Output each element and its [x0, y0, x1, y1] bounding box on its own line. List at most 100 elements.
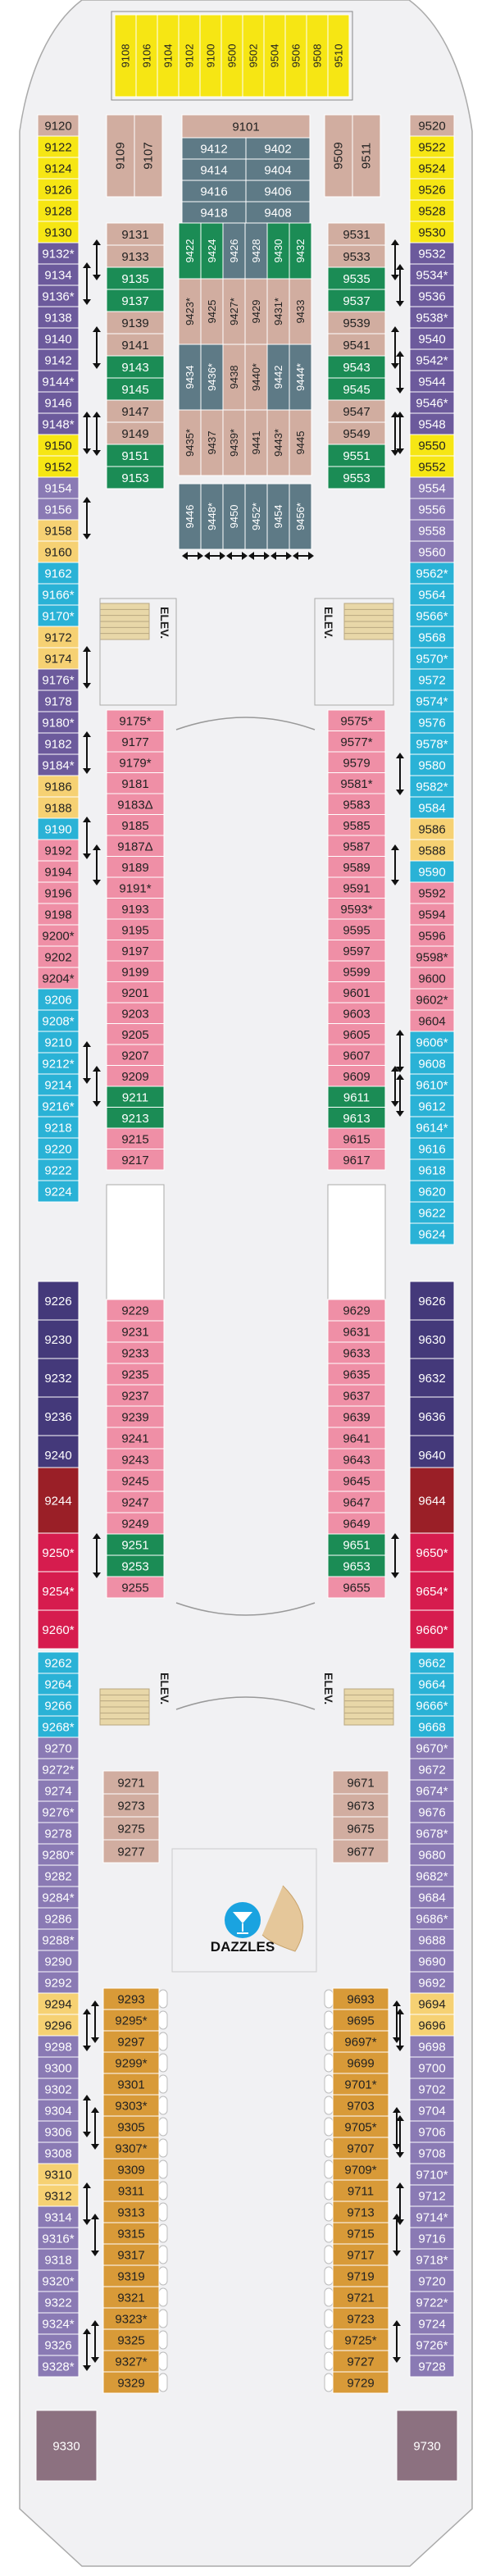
cabin[interactable]: 9442: [266, 344, 290, 411]
cabin[interactable]: 9217: [106, 1149, 165, 1171]
cabin[interactable]: 9254*: [37, 1571, 80, 1611]
cabin[interactable]: 9686*: [409, 1907, 455, 1930]
cabin[interactable]: 9719: [332, 2264, 389, 2287]
cabin[interactable]: 9200*: [37, 924, 80, 947]
cabin[interactable]: 9149: [106, 421, 165, 445]
cabin[interactable]: 9166*: [37, 583, 80, 606]
cabin[interactable]: 9428: [244, 222, 268, 280]
cabin[interactable]: 9290: [37, 1950, 80, 1973]
cabin[interactable]: 9187Δ: [106, 835, 165, 857]
cabin[interactable]: 9610*: [409, 1073, 455, 1096]
cabin[interactable]: 9172: [37, 626, 80, 649]
cabin[interactable]: 9284*: [37, 1886, 80, 1909]
cabin[interactable]: 9729: [332, 2371, 389, 2394]
cabin[interactable]: 9328*: [37, 2355, 80, 2378]
cabin[interactable]: 9313: [102, 2201, 160, 2223]
cabin[interactable]: 9710*: [409, 2163, 455, 2186]
cabin[interactable]: 9311: [102, 2179, 160, 2202]
cabin[interactable]: 9210: [37, 1031, 80, 1054]
cabin[interactable]: 9327*: [102, 2350, 160, 2373]
cabin[interactable]: 9450: [222, 483, 246, 550]
cabin[interactable]: 9600: [409, 967, 455, 990]
cabin[interactable]: 9695: [332, 2009, 389, 2032]
cabin[interactable]: 9704: [409, 2099, 455, 2122]
cabin[interactable]: 9251: [106, 1533, 165, 1556]
cabin[interactable]: 9556: [409, 498, 455, 521]
cabin[interactable]: 9546*: [409, 391, 455, 414]
cabin[interactable]: 9237: [106, 1384, 165, 1407]
cabin[interactable]: 9218: [37, 1116, 80, 1139]
cabin[interactable]: 9706: [409, 2120, 455, 2143]
cabin[interactable]: 9506: [284, 14, 307, 98]
cabin[interactable]: 9439*: [222, 409, 246, 476]
cabin[interactable]: 9540: [409, 327, 455, 350]
cabin[interactable]: 9526: [409, 178, 455, 201]
cabin[interactable]: 9286: [37, 1907, 80, 1930]
cabin[interactable]: 9585: [327, 814, 386, 836]
cabin[interactable]: 9156: [37, 498, 80, 521]
cabin[interactable]: 9589: [327, 856, 386, 878]
cabin[interactable]: 9186: [37, 775, 80, 798]
cabin[interactable]: 9148*: [37, 412, 80, 435]
cabin[interactable]: 9713: [332, 2201, 389, 2223]
cabin[interactable]: 9192: [37, 839, 80, 862]
cabin[interactable]: 9305: [102, 2115, 160, 2138]
cabin[interactable]: 9323*: [102, 2307, 160, 2330]
cabin[interactable]: 9298: [37, 2035, 80, 2058]
cabin[interactable]: 9249: [106, 1512, 165, 1535]
cabin[interactable]: 9630: [409, 1319, 455, 1359]
cabin[interactable]: 9193: [106, 898, 165, 920]
cabin[interactable]: 9134: [37, 263, 80, 286]
cabin[interactable]: 9568: [409, 626, 455, 649]
cabin[interactable]: 9107: [134, 114, 163, 198]
cabin[interactable]: 9645: [327, 1469, 386, 1492]
cabin[interactable]: 9175*: [106, 709, 165, 731]
cabin[interactable]: 9312: [37, 2184, 80, 2207]
cabin[interactable]: 9582*: [409, 775, 455, 798]
cabin[interactable]: 9189: [106, 856, 165, 878]
cabin[interactable]: 9533: [327, 244, 386, 268]
cabin[interactable]: 9678*: [409, 1822, 455, 1845]
cabin[interactable]: 9416: [181, 180, 247, 203]
cabin[interactable]: 9558: [409, 519, 455, 542]
cabin[interactable]: 9718*: [409, 2248, 455, 2271]
cabin[interactable]: 9314: [37, 2205, 80, 2228]
cabin[interactable]: 9700: [409, 2056, 455, 2079]
cabin[interactable]: 9206: [37, 988, 80, 1011]
cabin[interactable]: 9136*: [37, 284, 80, 307]
cabin[interactable]: 9635: [327, 1363, 386, 1386]
cabin[interactable]: 9595: [327, 918, 386, 940]
cabin[interactable]: 9230: [37, 1319, 80, 1359]
cabin[interactable]: 9690: [409, 1950, 455, 1973]
cabin[interactable]: 9699: [332, 2051, 389, 2074]
cabin[interactable]: 9197: [106, 940, 165, 962]
cabin[interactable]: 9207: [106, 1044, 165, 1066]
cabin[interactable]: 9587: [327, 835, 386, 857]
cabin[interactable]: 9128: [37, 199, 80, 222]
cabin[interactable]: 9614*: [409, 1116, 455, 1139]
cabin[interactable]: 9404: [245, 158, 311, 181]
cabin[interactable]: 9725*: [332, 2328, 389, 2351]
cabin[interactable]: 9576: [409, 711, 455, 734]
cabin[interactable]: 9158: [37, 519, 80, 542]
cabin[interactable]: 9226: [37, 1281, 80, 1321]
cabin[interactable]: 9446: [178, 483, 202, 550]
cabin[interactable]: 9721: [332, 2286, 389, 2309]
cabin[interactable]: 9266: [37, 1694, 80, 1717]
cabin[interactable]: 9324*: [37, 2312, 80, 2335]
cabin[interactable]: 9222: [37, 1158, 80, 1181]
cabin[interactable]: 9220: [37, 1137, 80, 1160]
cabin[interactable]: 9288*: [37, 1928, 80, 1951]
cabin[interactable]: 9604: [409, 1009, 455, 1032]
cabin[interactable]: 9214: [37, 1073, 80, 1096]
cabin[interactable]: 9551: [327, 444, 386, 467]
cabin[interactable]: 9160: [37, 540, 80, 563]
cabin[interactable]: 9577*: [327, 730, 386, 753]
cabin[interactable]: 9424: [200, 222, 224, 280]
cabin[interactable]: 9300: [37, 2056, 80, 2079]
cabin[interactable]: 9547: [327, 399, 386, 423]
cabin[interactable]: 9408: [245, 201, 311, 224]
cabin[interactable]: 9250*: [37, 1532, 80, 1572]
cabin[interactable]: 9668: [409, 1715, 455, 1738]
cabin[interactable]: 9185: [106, 814, 165, 836]
